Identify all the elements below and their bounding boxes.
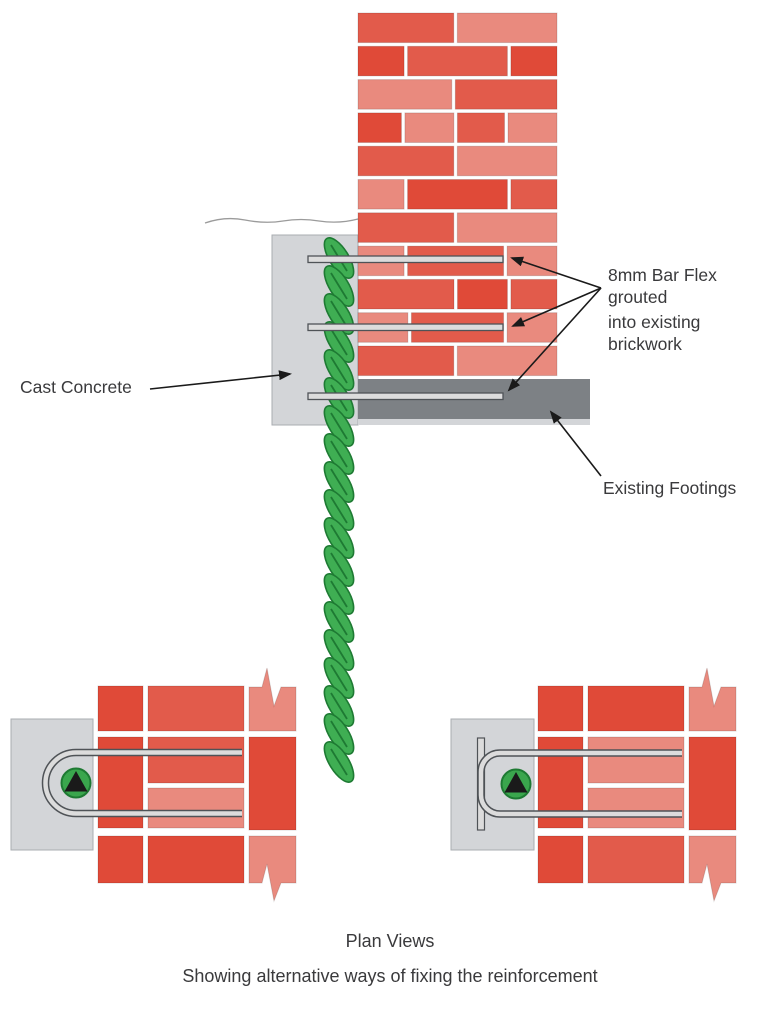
ground-level-line [204, 217, 359, 224]
bar-flex-rod-2 [307, 323, 504, 332]
brick-wall-elevation [357, 12, 558, 377]
brick [147, 685, 245, 732]
arrow-bar-flex-2 [511, 287, 602, 327]
brick [688, 736, 737, 831]
brick [456, 212, 558, 243]
rope-strand-vein [330, 664, 348, 692]
annotation-arrows [149, 256, 602, 477]
brick [507, 112, 558, 144]
rope-strand-vein [330, 356, 348, 384]
bar-flex-rod-3 [307, 392, 504, 401]
bar-flex-rod-1 [307, 255, 504, 264]
brick [587, 685, 685, 732]
brick [357, 45, 405, 77]
arrow-existing-footings [549, 410, 602, 477]
plan-views-subtitle: Showing alternative ways of fixing the r… [182, 966, 597, 986]
plan-wall-section [537, 667, 737, 903]
svg-text:brickwork: brickwork [608, 334, 682, 354]
rope-strand-vein [330, 636, 348, 664]
twisted-bar-section-triangle [64, 771, 88, 792]
brick [97, 685, 144, 732]
brick-break-line [248, 667, 297, 732]
brick-break-line [248, 835, 297, 903]
rope-strand-vein [330, 328, 348, 356]
plan-views-title: Plan Views [346, 931, 435, 951]
brick [404, 112, 455, 144]
brick [454, 79, 558, 110]
brick-break-line [688, 835, 737, 903]
brick-break-line [688, 667, 737, 732]
footing-base-edge [358, 419, 590, 425]
rope-strand-vein [330, 692, 348, 720]
brick [357, 278, 455, 310]
brick [357, 179, 405, 210]
rope-strand-vein [330, 720, 348, 748]
plan-wall-section [97, 667, 297, 903]
label-bar-flex: 8mm Bar Flex grouted into existing brick… [608, 265, 717, 354]
rope-strand-vein [330, 440, 348, 468]
brick [407, 179, 508, 210]
rope-strand-vein [330, 468, 348, 496]
brick [587, 736, 685, 784]
brick [537, 685, 584, 732]
rope-strand-vein [330, 412, 348, 440]
brick [97, 835, 144, 884]
brick [510, 278, 558, 310]
brick [248, 736, 297, 831]
elevation-labels: Cast Concrete 8mm Bar Flex grouted into … [20, 265, 737, 498]
plan-view-right [450, 667, 737, 903]
brick [587, 835, 685, 884]
captions: Plan Views Showing alternative ways of f… [182, 931, 597, 986]
rope-strand-vein [330, 580, 348, 608]
arrow-cast-concrete [149, 370, 292, 390]
brick [357, 345, 455, 377]
arrow-bar-flex-1 [510, 256, 602, 289]
brick [456, 112, 505, 144]
brick [357, 112, 402, 144]
rope-strand-vein [330, 272, 348, 300]
elevation-view: Cast Concrete 8mm Bar Flex grouted into … [20, 12, 737, 783]
rope-strand-vein [330, 524, 348, 552]
brick [456, 145, 558, 177]
bent-bar-loop [478, 750, 682, 817]
brick [147, 835, 245, 884]
arrow-bar-flex-3 [507, 287, 602, 392]
rope-strand-vein [330, 300, 348, 328]
brick [537, 835, 584, 884]
label-existing-footings: Existing Footings [603, 478, 737, 498]
svg-text:into existing: into existing [608, 312, 700, 332]
brick [407, 45, 508, 77]
plan-view-left [10, 667, 297, 903]
label-cast-concrete: Cast Concrete [20, 377, 132, 397]
brick [510, 45, 558, 77]
rope-strand-vein [330, 608, 348, 636]
brick [587, 787, 685, 829]
rope-strand-vein [330, 748, 348, 776]
brick [456, 345, 558, 377]
twisted-bar-section-triangle [504, 772, 528, 793]
brick [510, 179, 558, 210]
brick [147, 787, 245, 829]
hairpin-loop-bar [43, 750, 242, 816]
brick [357, 79, 453, 110]
svg-text:grouted: grouted [608, 287, 667, 307]
brick [147, 736, 245, 784]
svg-text:8mm Bar Flex: 8mm Bar Flex [608, 265, 717, 285]
brick [357, 12, 455, 44]
brick [456, 12, 558, 44]
rope-strand-vein [330, 496, 348, 524]
bar-flex-rods [307, 255, 504, 401]
rope-strand-vein [330, 552, 348, 580]
brick [357, 145, 455, 177]
brick [357, 212, 455, 243]
brick [457, 278, 508, 310]
